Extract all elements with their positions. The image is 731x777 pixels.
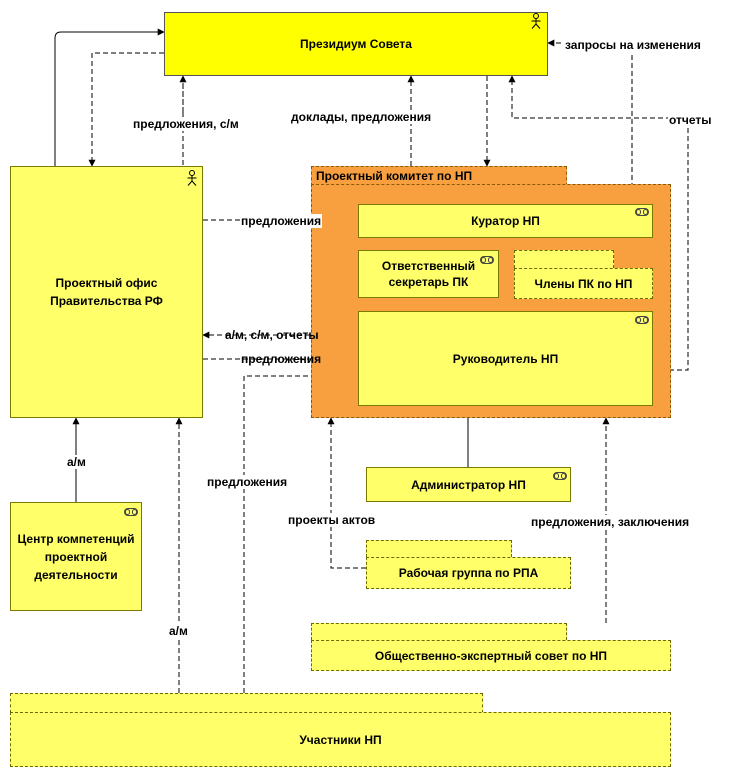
participants-label: Участники НП (299, 732, 382, 747)
curator-label: Куратор НП (471, 214, 540, 228)
label-proposals-2: предложения (241, 352, 322, 366)
members-box[interactable]: Члены ПК по НП (514, 268, 653, 299)
component-icon (124, 508, 138, 516)
participants-box[interactable]: Участники НП (10, 712, 671, 767)
actor-icon (187, 170, 197, 186)
component-icon (480, 256, 494, 264)
component-icon (635, 208, 649, 216)
connector-presidium-down-left (88, 52, 164, 167)
connector-group-to-committee (327, 417, 366, 569)
presidium-box[interactable]: Президиум Совета (164, 12, 548, 76)
project-committee-label: Проектный комитет по НП (316, 169, 473, 183)
curator-box[interactable]: Куратор НП (358, 204, 653, 238)
administrator-box[interactable]: Администратор НП (366, 467, 571, 502)
competence-center-label: Центр компетенций проектной деятельности (17, 531, 135, 582)
expert-council-label: Общественно-экспертный совет по НП (374, 648, 608, 663)
administrator-label: Администратор НП (411, 477, 526, 492)
secretary-label: Ответственный секретарь ПК (381, 259, 476, 289)
label-change-requests: запросы на изменения (564, 38, 702, 52)
working-group-tab (366, 540, 512, 557)
label-proposals-1: предложения (240, 214, 323, 228)
working-group-box[interactable]: Рабочая группа по РПА (366, 557, 571, 589)
component-icon (635, 316, 649, 324)
label-am-sm-reports: а/м, с/м, отчеты (225, 328, 319, 342)
members-tab (514, 250, 614, 268)
participants-tab (10, 693, 483, 713)
project-office-box[interactable]: Проектный офис Правительства РФ (10, 166, 203, 418)
label-proposals-sm: предложения, с/м (132, 117, 240, 131)
label-proposals-3: предложения (206, 475, 289, 489)
expert-council-box[interactable]: Общественно-экспертный совет по НП (311, 640, 671, 671)
label-am-1: а/м (66, 455, 87, 469)
project-office-label: Проектный офис Правительства РФ (50, 276, 163, 308)
label-act-projects: проекты актов (287, 513, 377, 527)
label-reports-proposals: доклады, предложения (290, 110, 433, 124)
expert-council-tab (311, 623, 567, 640)
leader-label: Руководитель НП (452, 351, 559, 366)
working-group-label: Рабочая группа по РПА (398, 566, 539, 580)
competence-center-box[interactable]: Центр компетенций проектной деятельности (10, 502, 142, 611)
label-proposals-conclusions: предложения, заключения (530, 515, 691, 529)
leader-box[interactable]: Руководитель НП (358, 311, 653, 406)
project-committee-tab (311, 166, 567, 186)
label-reports: отчеты (668, 113, 713, 127)
actor-icon (531, 13, 541, 29)
connector-leader-to-presidium (508, 75, 689, 371)
connector-office-to-presidium (54, 28, 165, 166)
members-label: Члены ПК по НП (534, 276, 633, 291)
presidium-label: Президиум Совета (300, 37, 412, 51)
component-icon (553, 472, 567, 480)
label-am-2: а/м (168, 624, 189, 638)
secretary-box[interactable]: Ответственный секретарь ПК (358, 250, 499, 298)
